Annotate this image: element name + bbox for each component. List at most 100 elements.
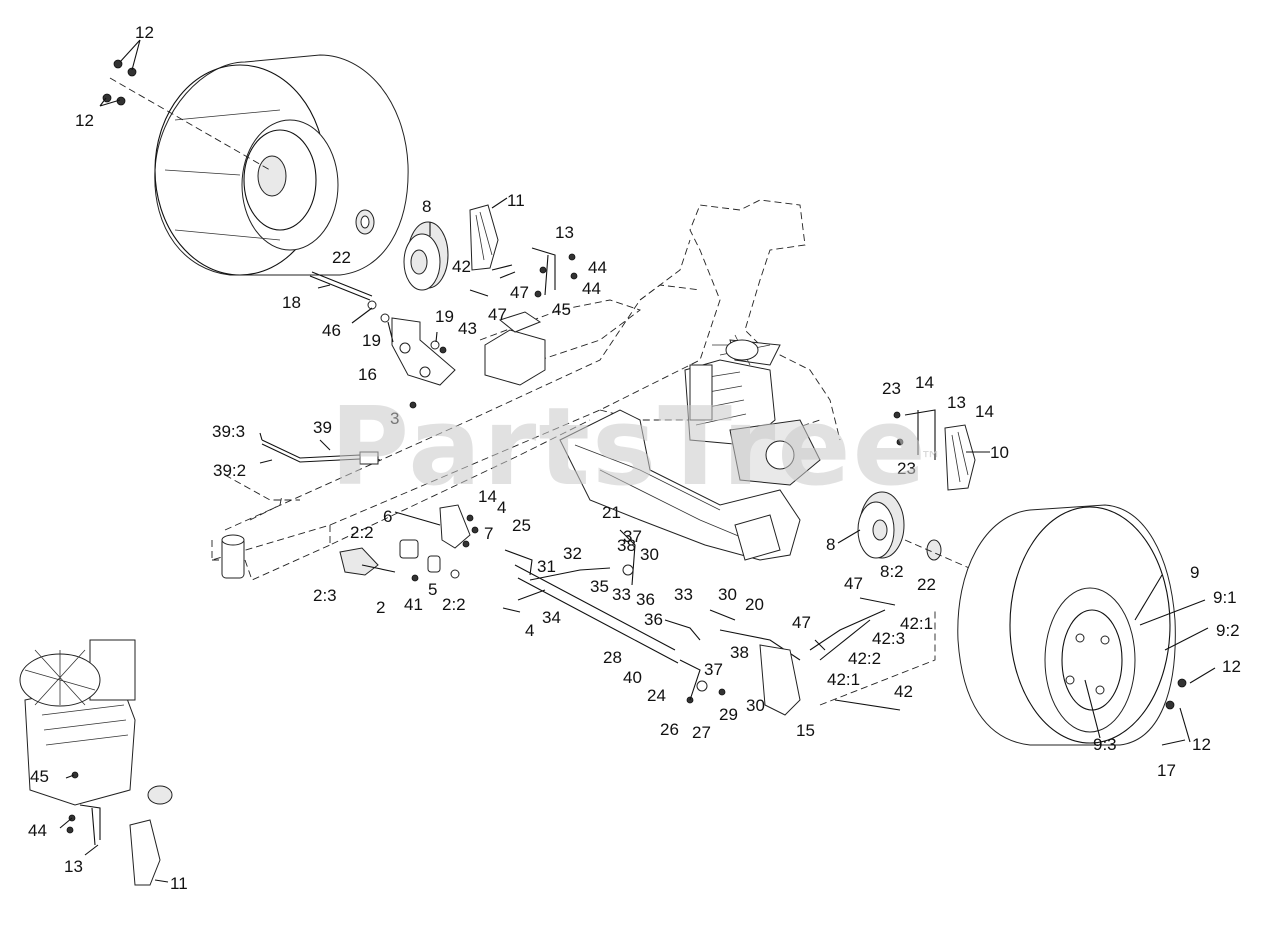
callout-20: 20 xyxy=(745,595,764,614)
callout-4: 4 xyxy=(497,498,506,517)
callout-44: 44 xyxy=(582,279,601,298)
callout-9-2: 9:2 xyxy=(1216,621,1240,640)
callout-19: 19 xyxy=(362,331,381,350)
callout-2-3: 2:3 xyxy=(313,586,337,605)
callout-2-2: 2:2 xyxy=(350,523,374,542)
chassis-frame xyxy=(211,199,841,581)
leader-lines xyxy=(59,197,1216,883)
callout-3: 3 xyxy=(390,409,399,428)
callout-13: 13 xyxy=(64,857,83,876)
callout-38: 38 xyxy=(617,536,636,555)
callout-41: 41 xyxy=(404,595,423,614)
callout-9: 9 xyxy=(1190,563,1199,582)
watermark-logo: PartsTree xyxy=(330,385,928,510)
pivot-rod xyxy=(309,271,447,354)
bolt-3 xyxy=(409,401,417,409)
callout-33: 33 xyxy=(674,585,693,604)
callout-4: 4 xyxy=(525,621,534,640)
callout-2-2: 2:2 xyxy=(442,595,466,614)
callout-12: 12 xyxy=(135,23,154,42)
callout-47: 47 xyxy=(844,574,863,593)
callout-11: 11 xyxy=(170,874,188,893)
callout-6: 6 xyxy=(383,507,392,526)
callout-15: 15 xyxy=(796,721,815,740)
callout-14: 14 xyxy=(915,373,934,392)
callout-2: 2 xyxy=(376,598,385,617)
callout-17: 17 xyxy=(1157,761,1176,780)
callout-25: 25 xyxy=(512,516,531,535)
brake-bracket-upper xyxy=(469,247,578,298)
transaxle-inset xyxy=(19,639,173,886)
lug-nuts-left xyxy=(99,39,141,107)
callout-16: 16 xyxy=(358,365,377,384)
callout-44: 44 xyxy=(28,821,47,840)
callout-8: 8 xyxy=(826,535,835,554)
frame-block xyxy=(484,311,546,386)
callout-8-2: 8:2 xyxy=(880,562,904,581)
callout-42-1: 42:1 xyxy=(900,614,933,633)
hub-right xyxy=(857,491,1101,626)
callout-37: 37 xyxy=(704,660,723,679)
callout-13: 13 xyxy=(555,223,574,242)
callout-43: 43 xyxy=(458,319,477,338)
callout-36: 36 xyxy=(644,610,663,629)
callout-28: 28 xyxy=(603,648,622,667)
callout-13: 13 xyxy=(947,393,966,412)
callout-39-3: 39:3 xyxy=(212,422,245,441)
brake-assembly-right xyxy=(893,409,976,491)
callout-35: 35 xyxy=(590,577,609,596)
mounting-bracket xyxy=(391,317,456,386)
callout-39-2: 39:2 xyxy=(213,461,246,480)
callout-34: 34 xyxy=(542,608,561,627)
callout-40: 40 xyxy=(623,668,642,687)
callout-9-3: 9:3 xyxy=(1093,735,1117,754)
callout-23: 23 xyxy=(882,379,901,398)
callout-30: 30 xyxy=(640,545,659,564)
callout-33: 33 xyxy=(612,585,631,604)
callout-42-3: 42:3 xyxy=(872,629,905,648)
callout-29: 29 xyxy=(719,705,738,724)
callout-12: 12 xyxy=(1192,735,1211,754)
callout-7: 7 xyxy=(484,524,493,543)
callout-42: 42 xyxy=(452,257,471,276)
callout-19: 19 xyxy=(435,307,454,326)
callout-14: 14 xyxy=(478,487,497,506)
callout-42-2: 42:2 xyxy=(848,649,881,668)
rear-tire-right xyxy=(957,504,1187,746)
cradle-subframe xyxy=(559,409,801,561)
callout-39: 39 xyxy=(313,418,332,437)
callout-11: 11 xyxy=(507,191,525,210)
callout-5: 5 xyxy=(428,580,437,599)
callout-21: 21 xyxy=(602,503,621,522)
callout-10: 10 xyxy=(990,443,1009,462)
transaxle-center xyxy=(684,334,821,486)
callout-38: 38 xyxy=(730,643,749,662)
callout-31: 31 xyxy=(537,557,556,576)
callout-14: 14 xyxy=(975,402,994,421)
callout-37: 37 xyxy=(623,527,642,546)
callout-42-1: 42:1 xyxy=(827,670,860,689)
callout-42: 42 xyxy=(894,682,913,701)
callout-27: 27 xyxy=(692,723,711,742)
callout-30: 30 xyxy=(746,696,765,715)
callout-36: 36 xyxy=(636,590,655,609)
brake-caliper-upper xyxy=(469,204,499,271)
callout-22: 22 xyxy=(917,575,936,594)
callout-46: 46 xyxy=(322,321,341,340)
callout-labels: 12 12 8 11 22 13 42 44 44 47 45 47 18 46… xyxy=(28,23,1241,893)
callout-32: 32 xyxy=(563,544,582,563)
callout-22: 22 xyxy=(332,248,351,267)
watermark-trademark: ™ xyxy=(920,448,942,473)
callout-12: 12 xyxy=(1222,657,1241,676)
brake-drum-upper xyxy=(355,209,449,291)
callout-9-1: 9:1 xyxy=(1213,588,1237,607)
callout-47: 47 xyxy=(792,613,811,632)
callout-44: 44 xyxy=(588,258,607,277)
linkage-assembly xyxy=(339,504,936,716)
callout-18: 18 xyxy=(282,293,301,312)
rear-tire-left xyxy=(109,54,409,276)
callout-45: 45 xyxy=(30,767,49,786)
callout-26: 26 xyxy=(660,720,679,739)
